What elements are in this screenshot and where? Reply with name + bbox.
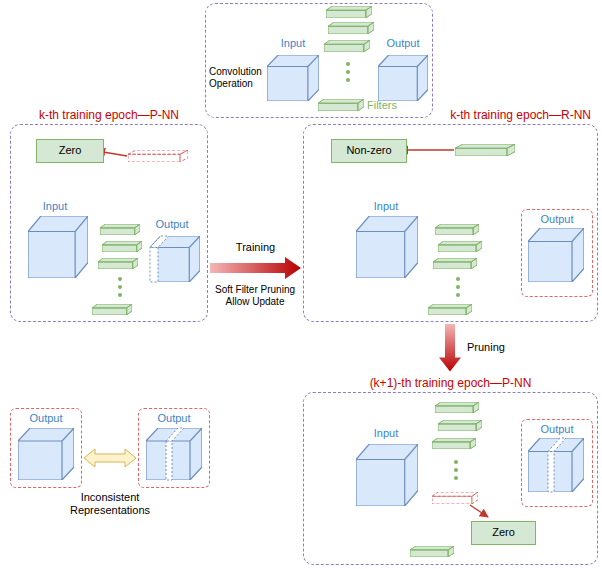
filter-plate bbox=[438, 241, 482, 252]
filter-plate bbox=[428, 304, 472, 315]
tensor-label: Input bbox=[374, 427, 398, 440]
output-label: Output bbox=[522, 213, 592, 226]
filter-plate bbox=[92, 304, 132, 315]
filter-plate bbox=[410, 546, 454, 557]
stage-panel: k-th training epoch—R-NNNon-zeroOutput bbox=[303, 124, 598, 322]
filter-plate bbox=[102, 241, 142, 252]
panel-heading: (k+1)-th training epoch—P-NN bbox=[304, 376, 597, 390]
tensor-label: Output bbox=[386, 37, 419, 50]
output-label: Output bbox=[139, 412, 209, 425]
edge-label: Inconsistent Representations bbox=[64, 491, 156, 517]
output-box: Output bbox=[521, 419, 593, 507]
block-arrow bbox=[210, 257, 301, 279]
output-cube bbox=[18, 428, 74, 480]
filter-plate bbox=[435, 224, 479, 235]
pruned-filter bbox=[432, 492, 478, 504]
missing-slice bbox=[150, 236, 169, 282]
filter-plate bbox=[432, 438, 476, 449]
panel-heading: k-th training epoch—R-NN bbox=[304, 108, 597, 122]
input-cube bbox=[356, 444, 418, 506]
note-label: Soft Filter Pruning Allow Update bbox=[214, 284, 296, 308]
dots bbox=[456, 277, 460, 297]
stage-panel: (k+1)-th training epoch—P-NNOutputZero bbox=[303, 392, 598, 565]
output-label: Output bbox=[522, 423, 592, 436]
filter-plate bbox=[433, 258, 477, 269]
edge-label: Pruning bbox=[467, 341, 505, 354]
red-arrow bbox=[400, 149, 454, 150]
output-box: Output bbox=[138, 408, 210, 488]
dots bbox=[346, 62, 350, 82]
red-arrow bbox=[470, 505, 488, 517]
filter-plate bbox=[326, 6, 372, 18]
panel-caption: Convolution Operation bbox=[209, 66, 267, 90]
output-box: Output bbox=[521, 209, 593, 297]
zero-filter-box: Zero bbox=[36, 139, 104, 163]
block-arrow bbox=[439, 324, 461, 372]
output-cube bbox=[378, 55, 428, 101]
box-label: Zero bbox=[472, 526, 535, 539]
filter-plate bbox=[435, 402, 479, 413]
input-cube bbox=[267, 55, 319, 101]
nonzero-filter-box: Non-zero bbox=[331, 139, 407, 163]
operation-panel: Convolution Operation bbox=[205, 3, 433, 118]
missing-slice bbox=[166, 428, 184, 480]
block-arrow bbox=[84, 449, 136, 467]
filter-plate bbox=[455, 144, 515, 156]
output-label: Output bbox=[11, 412, 81, 425]
box-label: Zero bbox=[37, 144, 103, 157]
filter-plate bbox=[328, 22, 374, 34]
filter-plate bbox=[98, 258, 138, 269]
output-cube bbox=[150, 236, 200, 282]
filter-plate bbox=[100, 224, 140, 235]
output-cube bbox=[146, 428, 202, 480]
pruned-filter bbox=[128, 150, 188, 162]
tensor-label: Input bbox=[281, 37, 305, 50]
input-cube bbox=[356, 216, 418, 278]
panel-heading: k-th training epoch—P-NN bbox=[11, 108, 207, 122]
edge-label: Training bbox=[236, 241, 275, 254]
filters-label: Filters bbox=[367, 99, 397, 112]
filter-plate bbox=[438, 420, 482, 431]
tensor-label: Input bbox=[43, 200, 67, 213]
output-box: Output bbox=[10, 408, 82, 488]
filter-plate bbox=[324, 40, 370, 52]
missing-slice bbox=[548, 438, 566, 492]
tensor-label: Output bbox=[155, 218, 188, 231]
output-cube bbox=[528, 438, 584, 492]
filter-plate bbox=[318, 99, 364, 111]
zero-filter-box: Zero bbox=[471, 521, 536, 545]
input-cube bbox=[28, 216, 88, 278]
output-cube bbox=[528, 228, 584, 282]
box-label: Non-zero bbox=[332, 144, 406, 157]
tensor-label: Input bbox=[374, 200, 398, 213]
dots bbox=[454, 460, 458, 480]
dots bbox=[118, 277, 122, 297]
